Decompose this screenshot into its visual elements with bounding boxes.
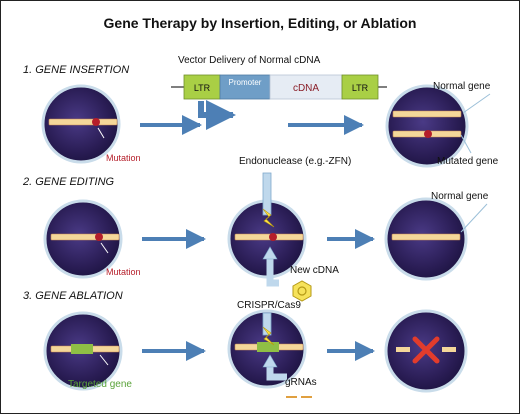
- targeted-gene-segment: [71, 344, 93, 354]
- vector-caption: Vector Delivery of Normal cDNA: [178, 55, 321, 66]
- cdna-label: cDNA: [293, 83, 319, 94]
- ltr-label-right: LTR: [352, 83, 369, 93]
- cell-ablation-before: [43, 311, 123, 391]
- mutated-gene-label: Mutated gene: [437, 156, 499, 167]
- cell-editing-after: [384, 197, 468, 281]
- cdna-box: [269, 74, 343, 100]
- grnas-label: gRNAs: [285, 377, 317, 388]
- endonuclease-label: Endonuclease (e.g.-ZFN): [239, 156, 351, 167]
- editing-heading: 2. GENE EDITING: [22, 176, 115, 188]
- cell-editing-before: [43, 199, 123, 279]
- vector-delivery-arrow: [198, 100, 236, 130]
- ablation-heading: 3. GENE ABLATION: [23, 290, 123, 302]
- promoter-label: Promoter: [229, 78, 262, 87]
- cdna-hexagon-icon: [292, 280, 312, 302]
- figure-title: Gene Therapy by Insertion, Editing, or A…: [104, 15, 417, 31]
- insertion-heading: 1. GENE INSERTION: [23, 64, 129, 76]
- mutation-pointer: [97, 127, 105, 139]
- mutation-label-1: Mutation: [106, 153, 141, 163]
- vector-construct: LTR Promoter cDNA LTR: [171, 74, 387, 100]
- cell-editing-during: [227, 199, 307, 279]
- cell-ablation-during: [227, 309, 307, 389]
- crispr-label: CRISPR/Cas9: [237, 300, 301, 311]
- normal-gene-label-1: Normal gene: [433, 81, 491, 92]
- lightning-icon-2: [262, 326, 275, 346]
- cell-insertion-after: [385, 84, 469, 168]
- ltr-label-left: LTR: [194, 83, 211, 93]
- x-mark-icon: [412, 336, 440, 364]
- promoter-box: [219, 74, 271, 100]
- normal-gene-label-2: Normal gene: [431, 191, 489, 202]
- targeted-gene-label: Targeted gene: [68, 379, 132, 390]
- new-cdna-label: New cDNA: [290, 265, 339, 276]
- new-cdna-arrow: [266, 257, 279, 287]
- lightning-icon: [262, 208, 275, 228]
- mutation-label-2: Mutation: [106, 267, 141, 277]
- cell-insertion-before: [41, 84, 121, 164]
- ltr-box-right: [341, 74, 379, 100]
- grna-arrow: [266, 365, 287, 381]
- mutation-dot: [92, 118, 100, 126]
- cell-ablation-after: [384, 309, 468, 393]
- normal-gene-bar: [392, 110, 462, 118]
